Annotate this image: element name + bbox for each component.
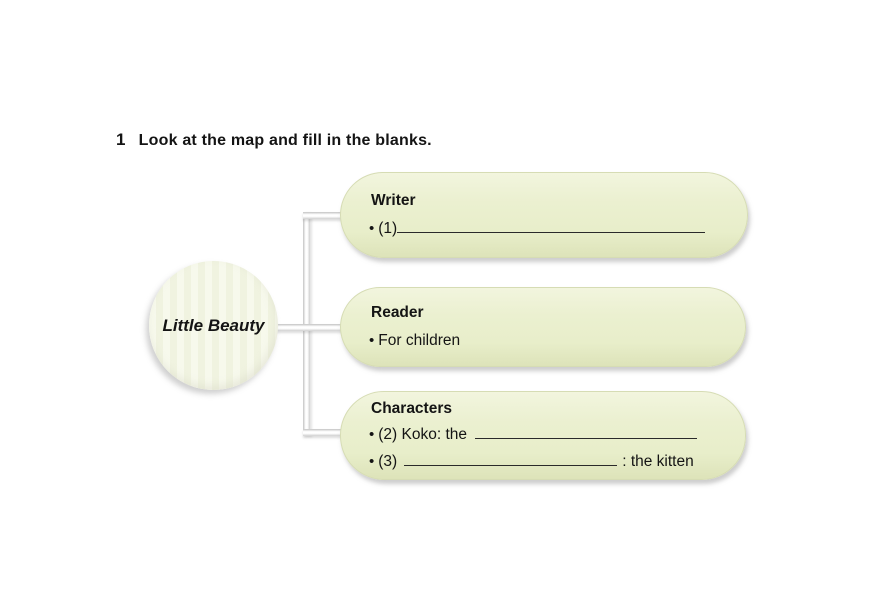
center-node-circle: Little Beauty (149, 261, 278, 390)
node-line: •For children (369, 332, 725, 350)
node-heading-writer: Writer (371, 192, 416, 209)
line-text: (2) Koko: the (378, 426, 468, 443)
connector-writer-branch (303, 212, 347, 219)
node-box-characters: Characters •(2) Koko: the •(3) : the kitt… (340, 391, 746, 480)
bullet-icon: • (369, 332, 375, 349)
exercise-number: 1 (116, 130, 126, 149)
bullet-icon: • (369, 426, 375, 443)
line-text-after: : the kitten (622, 453, 694, 470)
bullet-icon: • (369, 453, 375, 470)
node-line: •(3) : the kitten (369, 453, 725, 471)
bullet-icon: • (369, 220, 375, 237)
line-text: (1) (378, 220, 398, 237)
fill-blank-2 (475, 426, 698, 439)
fill-blank-3 (404, 453, 618, 466)
node-line: •(1) (369, 220, 727, 238)
connector-reader-branch (274, 324, 347, 331)
line-text: For children (378, 332, 461, 349)
line-text: (3) (378, 453, 398, 470)
node-line: •(2) Koko: the (369, 426, 725, 444)
node-box-writer: Writer •(1) (340, 172, 748, 258)
center-node-label: Little Beauty (162, 315, 265, 335)
exercise-title: 1 Look at the map and fill in the blanks… (116, 130, 432, 150)
connector-characters-branch (303, 429, 347, 436)
exercise-instruction: Look at the map and fill in the blanks. (138, 132, 432, 149)
fill-blank-1 (397, 220, 706, 233)
node-heading-characters: Characters (371, 400, 452, 417)
node-box-reader: Reader •For children (340, 287, 746, 367)
node-heading-reader: Reader (371, 304, 424, 321)
